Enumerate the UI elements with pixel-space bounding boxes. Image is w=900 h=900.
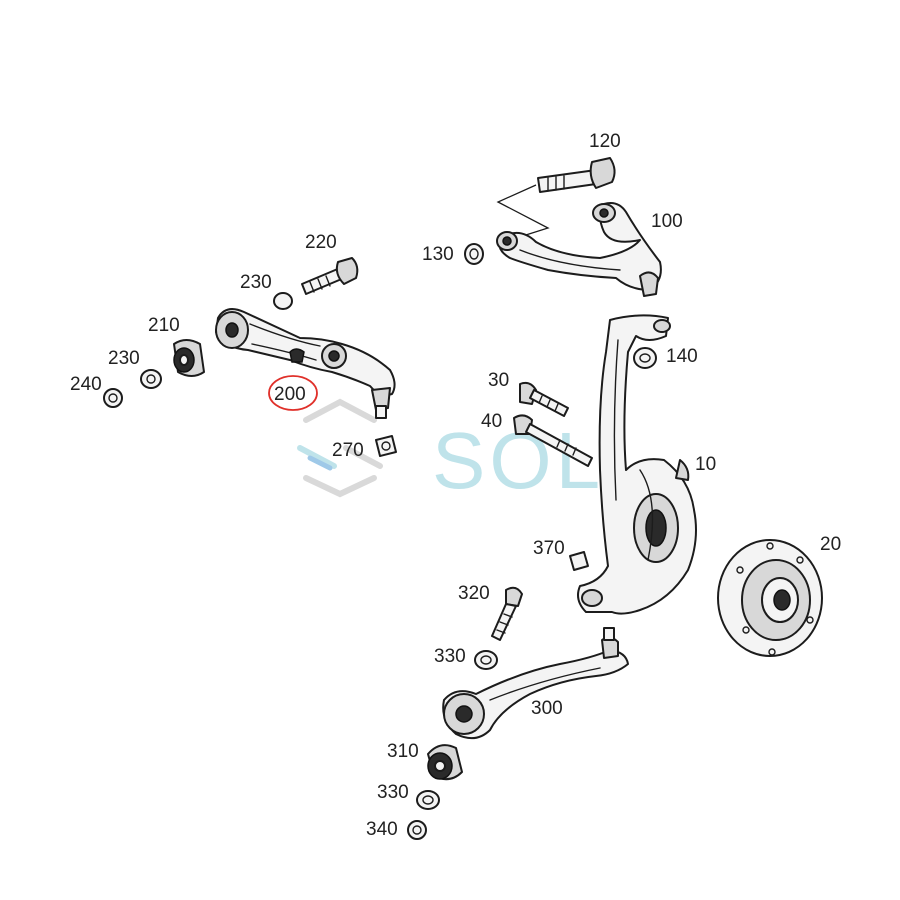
bolt-220-icon — [301, 257, 359, 295]
upper-control-arm — [464, 157, 662, 297]
callout-230b: 230 — [108, 348, 140, 369]
nut-270-icon — [375, 435, 397, 457]
callout-40: 40 — [481, 411, 502, 432]
washer-330-icon — [474, 650, 498, 670]
wheel-hub — [717, 539, 823, 657]
bushing-210-icon — [173, 339, 205, 377]
washer-330b-icon — [416, 790, 440, 810]
highlight-circle — [268, 375, 318, 411]
callout-300: 300 — [531, 698, 563, 719]
nut-240-icon — [103, 388, 123, 408]
callout-20: 20 — [820, 534, 841, 555]
callout-100: 100 — [651, 211, 683, 232]
washer-230b-icon — [140, 369, 162, 389]
callout-210: 210 — [148, 315, 180, 336]
callout-200: 200 — [274, 384, 306, 405]
callout-330: 330 — [434, 646, 466, 667]
callout-330b: 330 — [377, 782, 409, 803]
callout-270: 270 — [332, 440, 364, 461]
callout-140: 140 — [666, 346, 698, 367]
callout-130: 130 — [422, 244, 454, 265]
bolt-30-icon — [519, 381, 569, 417]
nut-370-icon — [569, 551, 589, 571]
steering-knuckle — [577, 314, 697, 615]
callout-10: 10 — [695, 454, 716, 475]
callout-240: 240 — [70, 374, 102, 395]
bolt-120-icon — [496, 157, 616, 241]
callout-310: 310 — [387, 741, 419, 762]
callout-370: 370 — [533, 538, 565, 559]
callout-320: 320 — [458, 583, 490, 604]
callout-230: 230 — [240, 272, 272, 293]
washer-230-icon — [273, 292, 293, 310]
bolt-320-icon — [491, 586, 523, 641]
bushing-310-icon — [427, 744, 463, 781]
washer-140-icon — [633, 347, 657, 369]
callout-120: 120 — [589, 131, 621, 152]
callout-220: 220 — [305, 232, 337, 253]
nut-130-icon — [464, 243, 484, 265]
bolt-40-icon — [513, 414, 593, 467]
callout-340: 340 — [366, 819, 398, 840]
watermark-logo-icon — [297, 398, 383, 498]
lower-arm-300 — [442, 627, 629, 740]
lower-arm-200 — [103, 257, 397, 457]
nut-340-icon — [407, 820, 427, 840]
callout-30: 30 — [488, 370, 509, 391]
